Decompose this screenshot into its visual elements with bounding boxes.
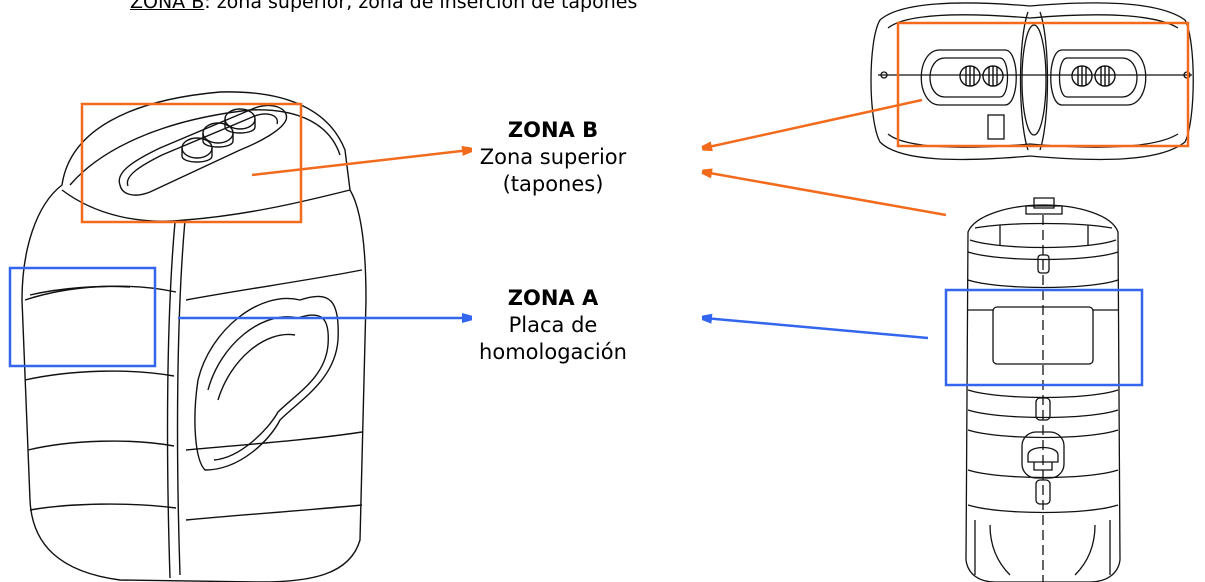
- zone-b-line1: Zona superior: [479, 144, 627, 169]
- zone-a-line1: Placa de: [508, 312, 598, 337]
- top-caption-rest: : zona superior, zona de inserción de ta…: [204, 0, 638, 13]
- zone-a-line2: homologación: [479, 339, 627, 364]
- arrow-zone-b-from-top-view: [704, 98, 923, 148]
- arrow-zone-b-from-front-view: [704, 172, 947, 217]
- top-caption-underlined: ZONA B: [130, 0, 205, 13]
- zone-b-line2: (tapones): [502, 171, 604, 196]
- tank-front-view-drawing: [965, 197, 1121, 582]
- zone-a-box-perspective: [8, 266, 157, 368]
- arrow-zone-a-from-front-view: [704, 318, 929, 340]
- zone-a-label: ZONA A Placa de homologación: [478, 285, 628, 366]
- tank-perspective-drawing: [21, 91, 367, 582]
- arrow-zone-b-from-perspective: [251, 150, 470, 177]
- zone-b-label: ZONA B Zona superior (tapones): [478, 117, 628, 198]
- zone-b-title: ZONA B: [507, 118, 599, 142]
- zone-a-box-front-view: [944, 288, 1144, 387]
- zone-b-box-perspective: [80, 102, 303, 224]
- tank-top-view-drawing: [870, 2, 1194, 161]
- top-caption: ZONA B: zona superior, zona de inserción…: [130, 0, 637, 13]
- zone-a-title: ZONA A: [507, 286, 599, 310]
- zone-b-box-top-view: [896, 21, 1190, 148]
